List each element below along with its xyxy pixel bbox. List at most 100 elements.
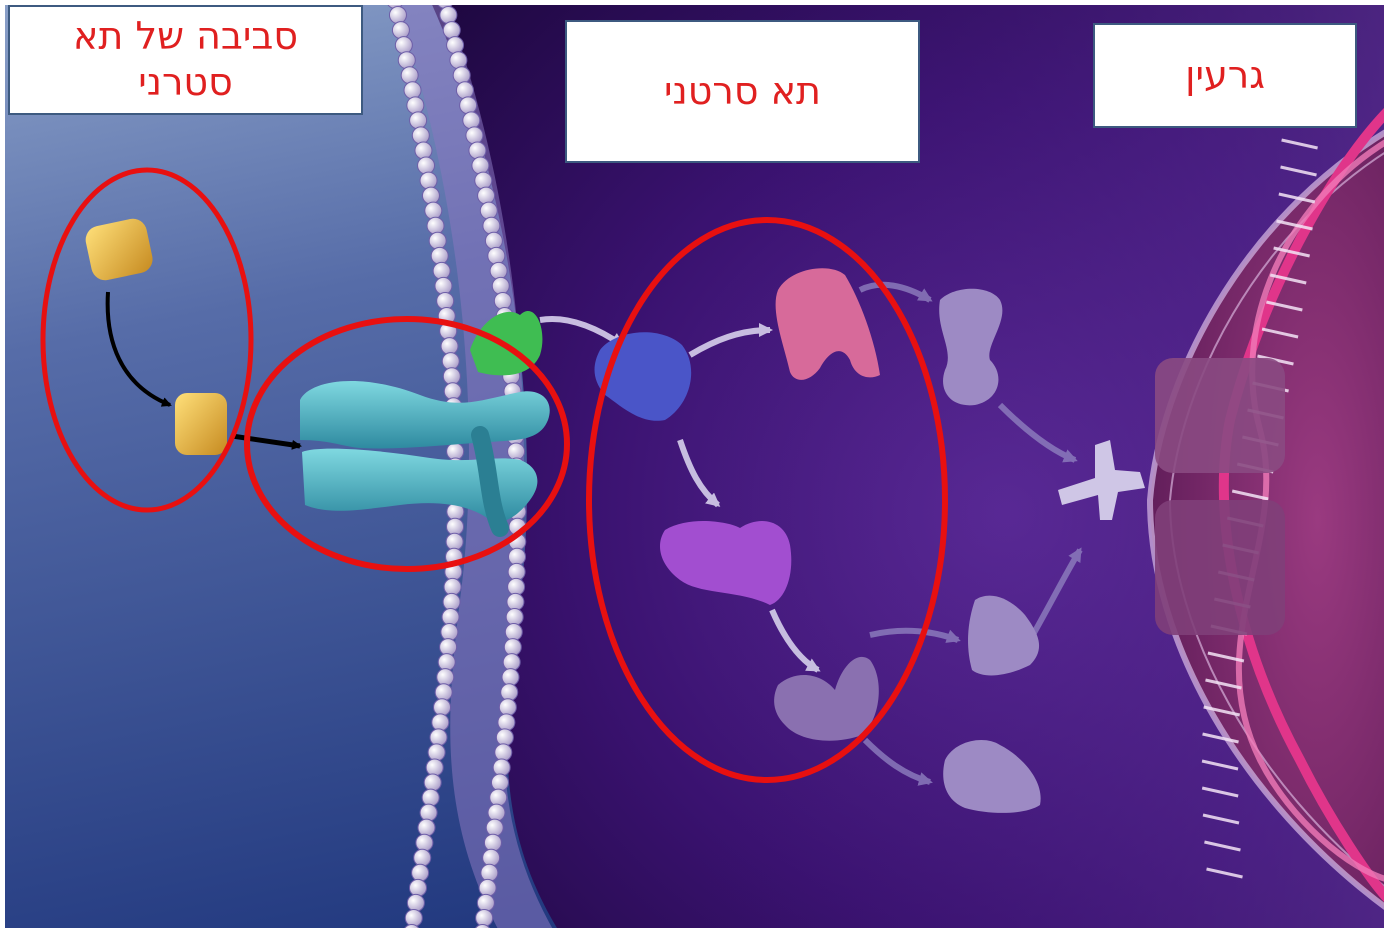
label-cancer-cell-text: תא סרטני bbox=[664, 69, 821, 115]
phospholipid-head bbox=[418, 157, 435, 174]
phospholipid-head bbox=[443, 368, 460, 385]
phospholipid-head bbox=[490, 262, 507, 279]
phospholipid-head bbox=[493, 759, 510, 776]
phospholipid-head bbox=[407, 894, 424, 911]
phospholipid-head bbox=[479, 879, 496, 896]
phospholipid-head bbox=[412, 864, 429, 881]
phospholipid-head bbox=[405, 909, 422, 926]
ligand-icon bbox=[175, 393, 227, 455]
phospholipid-head bbox=[447, 518, 464, 535]
phospholipid-head bbox=[446, 533, 463, 550]
phospholipid-head bbox=[443, 22, 460, 39]
phospholipid-head bbox=[499, 699, 516, 716]
phospholipid-head bbox=[483, 217, 500, 234]
phospholipid-head bbox=[392, 22, 409, 39]
phospholipid-head bbox=[409, 879, 426, 896]
phospholipid-head bbox=[434, 699, 451, 716]
phospholipid-head bbox=[427, 217, 444, 234]
phospholipid-head bbox=[401, 67, 418, 84]
label-nucleus-text: גרעין bbox=[1185, 53, 1265, 99]
phospholipid-head bbox=[418, 819, 435, 836]
phospholipid-head bbox=[491, 774, 508, 791]
phospholipid-head bbox=[432, 714, 449, 731]
phospholipid-head bbox=[478, 187, 495, 204]
phospholipid-head bbox=[422, 187, 439, 204]
phospholipid-head bbox=[508, 578, 525, 595]
phospholipid-head bbox=[460, 97, 477, 114]
phospholipid-head bbox=[501, 684, 518, 701]
phospholipid-head bbox=[504, 639, 521, 656]
phospholipid-head bbox=[475, 172, 492, 189]
phospholipid-head bbox=[407, 97, 424, 114]
label-nucleus: גרעין bbox=[1093, 23, 1357, 128]
phospholipid-head bbox=[476, 909, 493, 926]
phospholipid-head bbox=[477, 894, 494, 911]
phospholipid-head bbox=[469, 142, 486, 159]
phospholipid-head bbox=[498, 714, 515, 731]
phospholipid-head bbox=[429, 232, 446, 249]
phospholipid-head bbox=[444, 578, 461, 595]
phospholipid-head bbox=[440, 639, 457, 656]
phospholipid-head bbox=[507, 593, 524, 610]
phospholipid-head bbox=[410, 112, 427, 129]
phospholipid-head bbox=[435, 277, 452, 294]
phospholipid-head bbox=[398, 52, 415, 69]
phospholipid-head bbox=[415, 142, 432, 159]
phospholipid-head bbox=[495, 744, 512, 761]
phospholipid-head bbox=[485, 232, 502, 249]
phospholipid-head bbox=[424, 774, 441, 791]
phospholipid-head bbox=[480, 202, 497, 219]
phospholipid-head bbox=[447, 443, 464, 460]
phospholipid-head bbox=[483, 849, 500, 866]
phospholipid-head bbox=[490, 789, 507, 806]
phospholipid-head bbox=[486, 819, 503, 836]
phospholipid-head bbox=[496, 729, 513, 746]
phospholipid-head bbox=[420, 804, 437, 821]
phospholipid-head bbox=[444, 383, 461, 400]
phospholipid-head bbox=[428, 744, 445, 761]
phospholipid-head bbox=[447, 37, 464, 54]
phospholipid-head bbox=[435, 684, 452, 701]
phospholipid-head bbox=[508, 563, 525, 580]
phospholipid-head bbox=[442, 608, 459, 625]
phospholipid-head bbox=[505, 624, 522, 641]
phospholipid-head bbox=[453, 67, 470, 84]
phospholipid-head bbox=[488, 247, 505, 264]
phospholipid-head bbox=[437, 669, 454, 686]
phospholipid-head bbox=[492, 277, 509, 294]
phospholipid-head bbox=[395, 37, 412, 54]
phospholipid-head bbox=[488, 804, 505, 821]
phospholipid-head bbox=[443, 593, 460, 610]
phospholipid-head bbox=[412, 127, 429, 144]
phospholipid-head bbox=[441, 624, 458, 641]
phospholipid-head bbox=[484, 834, 501, 851]
phospholipid-head bbox=[389, 7, 406, 24]
phospholipid-head bbox=[506, 608, 523, 625]
phospholipid-head bbox=[472, 157, 489, 174]
phospholipid-head bbox=[438, 654, 455, 671]
phospholipid-head bbox=[509, 548, 526, 565]
label-cancer-environment-text: סביבה של תא סטרני bbox=[73, 14, 298, 105]
phospholipid-head bbox=[440, 7, 457, 24]
phospholipid-head bbox=[433, 262, 450, 279]
phospholipid-head bbox=[481, 864, 498, 881]
phospholipid-head bbox=[442, 353, 459, 370]
phospholipid-head bbox=[422, 789, 439, 806]
phospholipid-head bbox=[437, 292, 454, 309]
label-cancer-environment: סביבה של תא סטרני bbox=[8, 5, 363, 115]
phospholipid-head bbox=[416, 834, 433, 851]
phospholipid-head bbox=[430, 729, 447, 746]
phospholipid-head bbox=[450, 52, 467, 69]
phospholipid-head bbox=[494, 292, 511, 309]
phospholipid-head bbox=[414, 849, 431, 866]
phospholipid-head bbox=[466, 127, 483, 144]
phospholipid-head bbox=[425, 202, 442, 219]
phospholipid-head bbox=[420, 172, 437, 189]
phospholipid-head bbox=[441, 338, 458, 355]
phospholipid-head bbox=[426, 759, 443, 776]
phospholipid-head bbox=[456, 82, 473, 99]
phospholipid-head bbox=[431, 247, 448, 264]
phospholipid-head bbox=[404, 82, 421, 99]
phospholipid-head bbox=[503, 654, 520, 671]
